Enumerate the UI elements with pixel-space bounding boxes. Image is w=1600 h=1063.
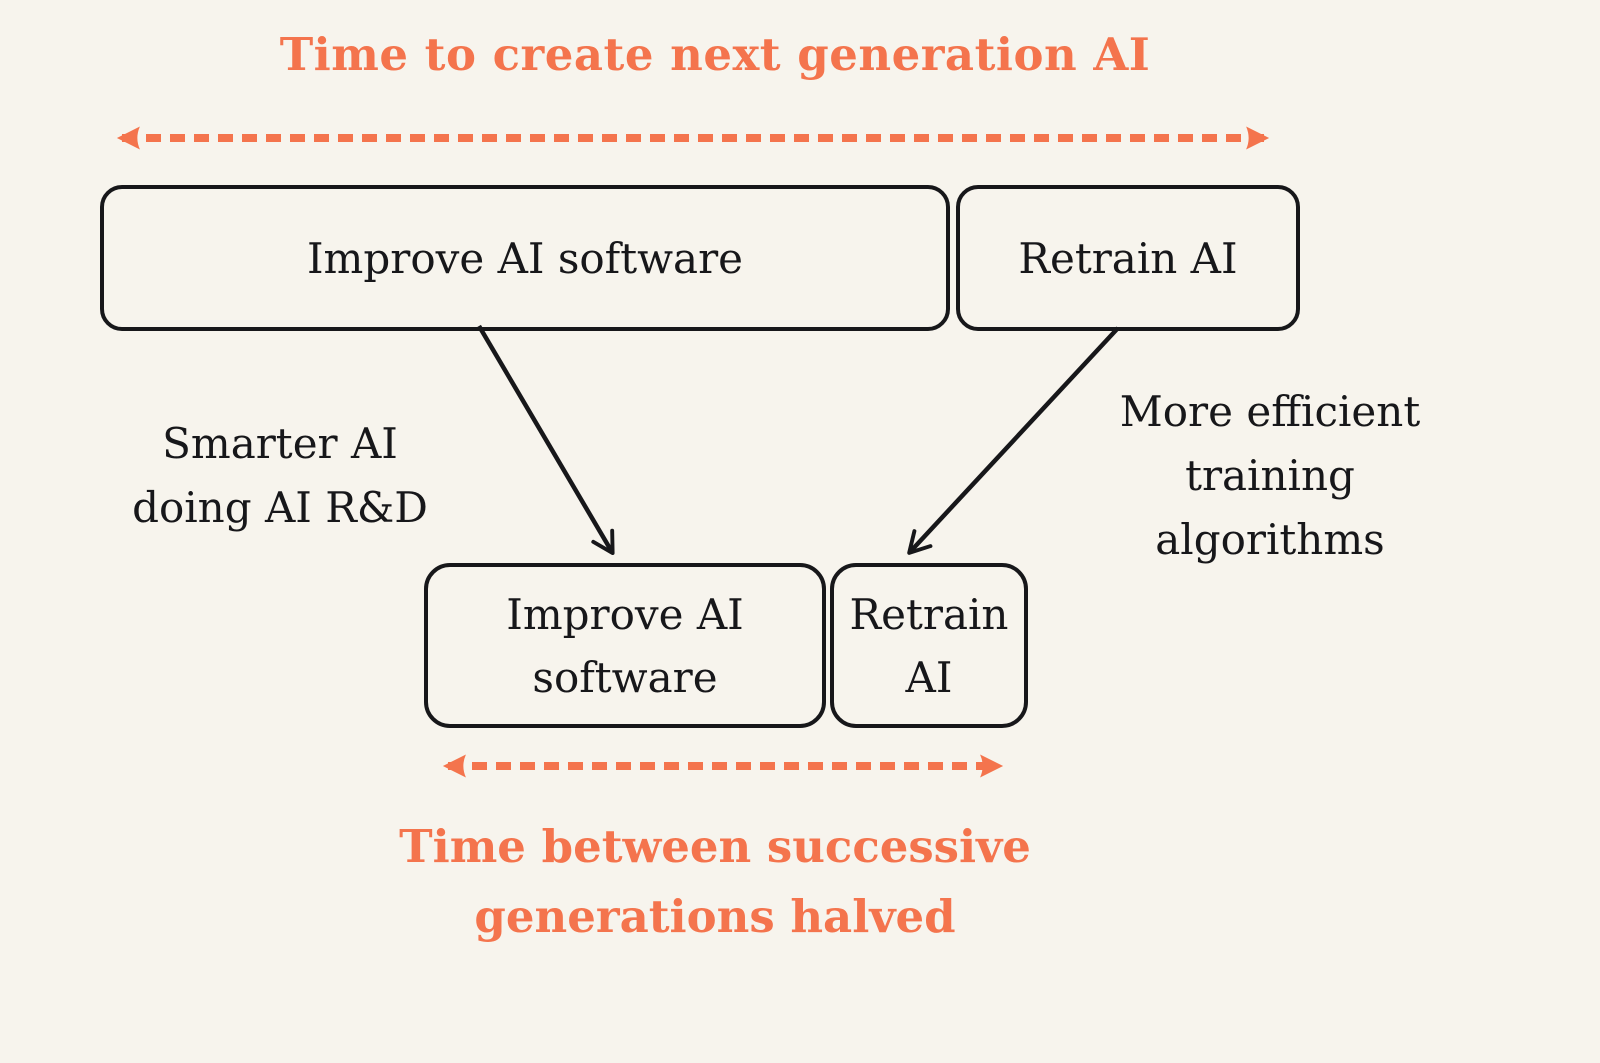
diagram-title: Time to create next generation AI [279, 28, 1151, 81]
top-retrain-ai-label: Retrain AI [1018, 233, 1238, 283]
bottom-caption-line-2: generations halved [474, 890, 956, 943]
right-annotation-line-2: training [1185, 451, 1355, 500]
right-annotation-line-1: More efficient [1119, 387, 1421, 436]
top-improve-ai-software-box: Improve AI software [100, 185, 950, 331]
bottom-improve-ai-software-box: Improve AI software [424, 563, 826, 728]
left-flow-arrow-icon [477, 324, 615, 556]
top-retrain-ai-box: Retrain AI [956, 185, 1300, 331]
left-annotation: Smarter AI doing AI R&D [95, 412, 465, 540]
left-annotation-line-2: doing AI R&D [132, 483, 428, 532]
top-improve-ai-software-label: Improve AI software [306, 233, 744, 283]
bottom-caption: Time between successive generations halv… [290, 812, 1140, 952]
right-annotation-line-3: algorithms [1155, 515, 1385, 564]
right-annotation: More efficient training algorithms [1105, 380, 1435, 572]
bottom-retrain-ai-label: Retrain AI [849, 589, 1009, 702]
left-annotation-line-1: Smarter AI [162, 419, 398, 468]
right-flow-arrow-icon [907, 326, 1120, 555]
bottom-caption-line-1: Time between successive [399, 820, 1031, 873]
bottom-improve-ai-software-label: Improve AI software [506, 589, 744, 702]
bottom-retrain-ai-box: Retrain AI [830, 563, 1028, 728]
